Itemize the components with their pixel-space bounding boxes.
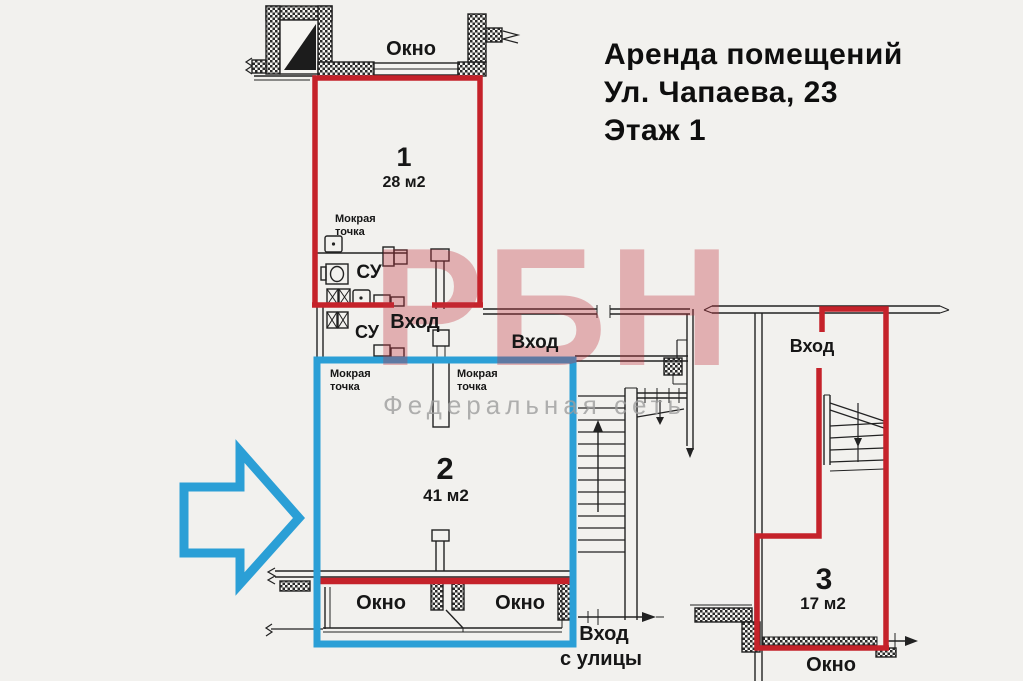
room2-linework [264,360,575,637]
room3-outline-right [819,306,889,648]
room3-entrance-label: Вход [789,336,835,356]
listing-title-line3: Этаж 1 [604,114,707,147]
corridor-entrance-label: Вход [511,332,559,353]
plan-black-linework [244,5,950,681]
listing-title-line2: Ул. Чапаева, 23 [604,76,839,109]
room1-entrance-label: Вход [390,311,440,333]
room3-area: 17 м2 [800,594,846,613]
blue-highlights [179,356,577,648]
room2-window-right-label: Окно [495,592,545,614]
street-entrance-label-line1: Вход [579,623,629,645]
room2-area: 41 м2 [423,486,469,505]
room3-outline-left [754,368,889,651]
room1-top-wall [317,13,521,77]
room3-window-label: Окно [806,654,856,676]
room1-bathroom-label: СУ [356,262,382,283]
corridor-bathroom-label: СУ [355,322,379,342]
corridor-linework [316,305,694,458]
direction-arrow-icon [179,439,306,596]
room2-wet-point-center-label: Мокрая точка [457,368,498,393]
room1-area: 28 м2 [382,174,426,191]
room2-outline [313,356,577,648]
staircase-inset [823,394,885,472]
room3-number: 3 [815,563,833,596]
room1-wet-point-label: Мокрая точка [335,213,376,238]
room1-outline [312,75,483,307]
listing-title-line1: Аренда помещений [604,38,903,71]
red-highlights [312,75,889,651]
label-window-top: Окно [386,38,436,60]
staircase-main [578,387,687,625]
listing-title: Аренда помещений Ул. Чапаева, 23 Этаж 1 [604,36,903,150]
room2-wet-point-left-label: Мокрая точка [330,368,371,393]
room1-number: 1 [396,142,412,172]
room2-window-left-label: Окно [356,592,406,614]
room2-number: 2 [436,451,454,486]
top-left-doorway [244,5,333,81]
street-entrance-label-line2: с улицы [560,648,642,670]
